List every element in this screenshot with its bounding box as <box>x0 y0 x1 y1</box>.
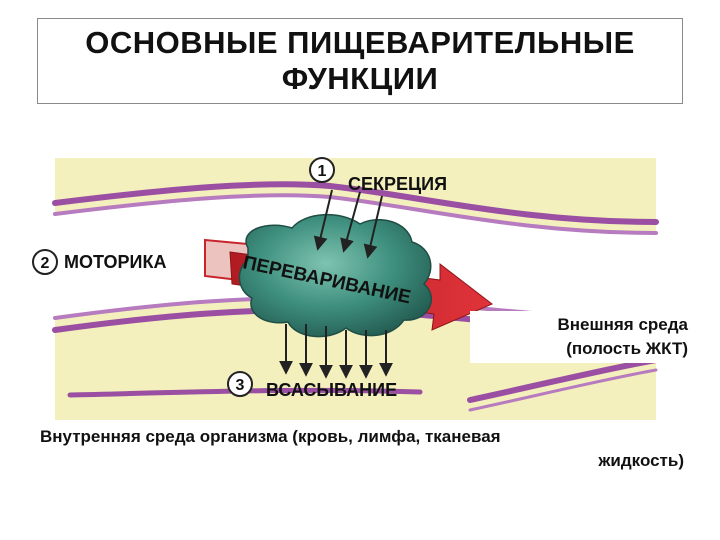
secretion-label: СЕКРЕЦИЯ <box>348 174 447 194</box>
external-environment-label: Внешняя среда (полость ЖКТ) <box>470 311 692 363</box>
motility-badge: 2 <box>32 249 58 275</box>
absorption-label: ВСАСЫВАНИЕ <box>266 380 397 400</box>
title-line-2: ФУНКЦИИ <box>281 61 439 96</box>
external-env-line-1: Внешняя среда <box>557 315 688 334</box>
motility-label: МОТОРИКА <box>64 252 166 272</box>
internal-environment-label: Внутренняя среда организма (кровь, лимфа… <box>40 425 684 473</box>
secretion-badge: 1 <box>309 157 335 183</box>
absorption-number: 3 <box>236 377 245 394</box>
page-title: ОСНОВНЫЕ ПИЩЕВАРИТЕЛЬНЫЕ ФУНКЦИИ <box>85 25 635 97</box>
secretion-number: 1 <box>318 163 327 180</box>
internal-env-line-1: Внутренняя среда организма (кровь, лимфа… <box>40 427 501 446</box>
motility-number: 2 <box>41 255 50 272</box>
title-line-1: ОСНОВНЫЕ ПИЩЕВАРИТЕЛЬНЫЕ <box>85 25 635 60</box>
external-env-line-2: (полость ЖКТ) <box>566 339 688 358</box>
internal-env-line-2: жидкость) <box>598 451 684 470</box>
absorption-badge: 3 <box>227 371 253 397</box>
secretion-arrows <box>313 189 383 259</box>
digestion-blob <box>238 213 433 338</box>
absorption-arrows <box>279 324 393 379</box>
title-box: ОСНОВНЫЕ ПИЩЕВАРИТЕЛЬНЫЕ ФУНКЦИИ <box>37 18 683 104</box>
